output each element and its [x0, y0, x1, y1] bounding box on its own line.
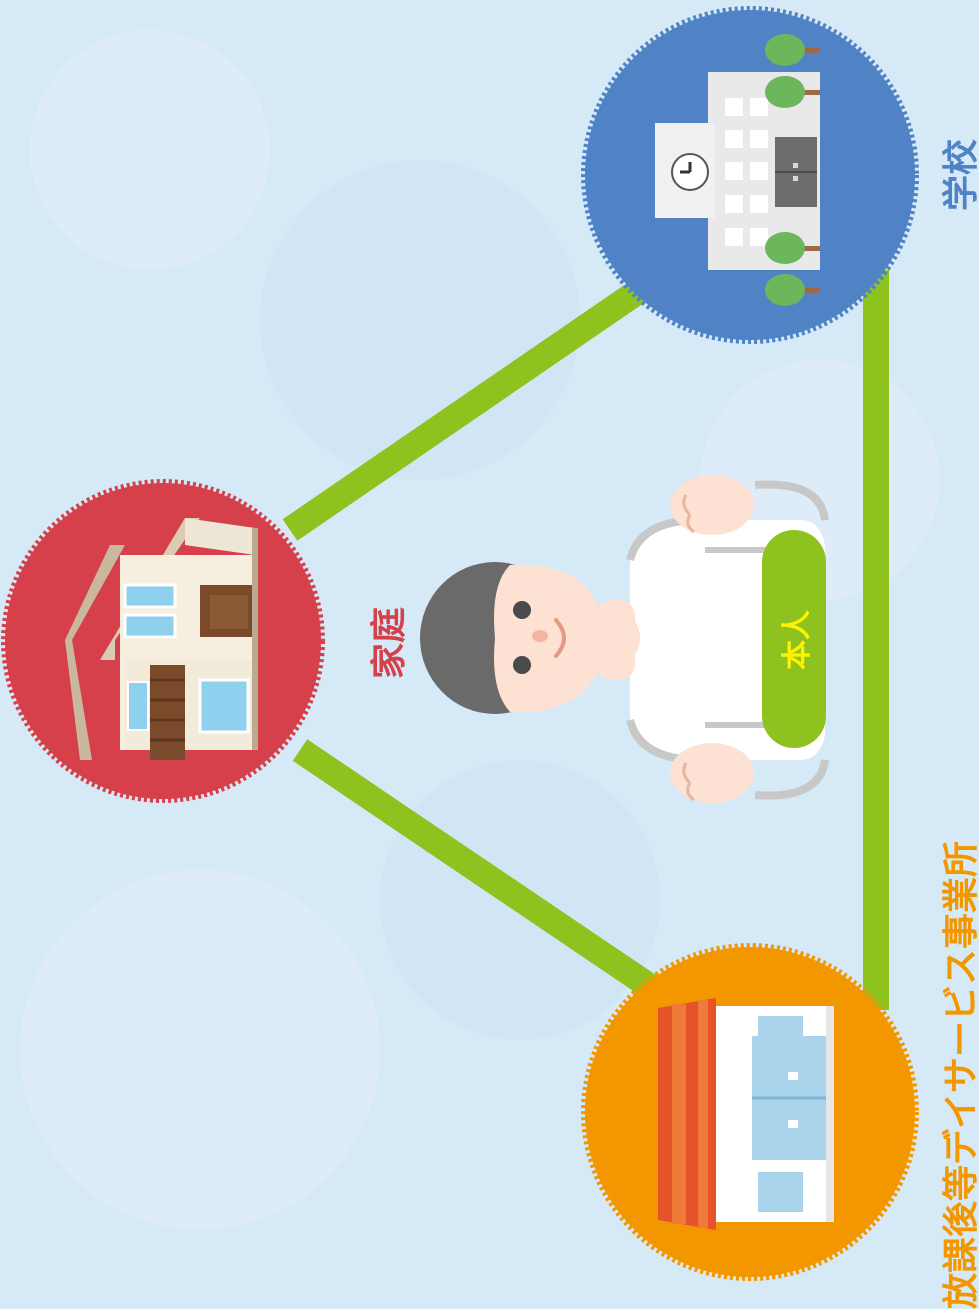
person-eye-left [513, 601, 531, 619]
school-label: 学校 [932, 139, 979, 211]
person-hand-left [670, 475, 754, 535]
center-label: 本人 [772, 610, 816, 670]
home-label: 家庭 [360, 607, 412, 679]
node-office [585, 947, 915, 1277]
node-home [5, 483, 321, 799]
person-eye-right [513, 656, 531, 674]
node-school [585, 10, 915, 340]
person-hand-right [670, 743, 754, 803]
office-label: 放課後等デイサービス事業所 [932, 841, 979, 1309]
office-building-icon [658, 998, 834, 1230]
person-illustration [420, 475, 826, 803]
